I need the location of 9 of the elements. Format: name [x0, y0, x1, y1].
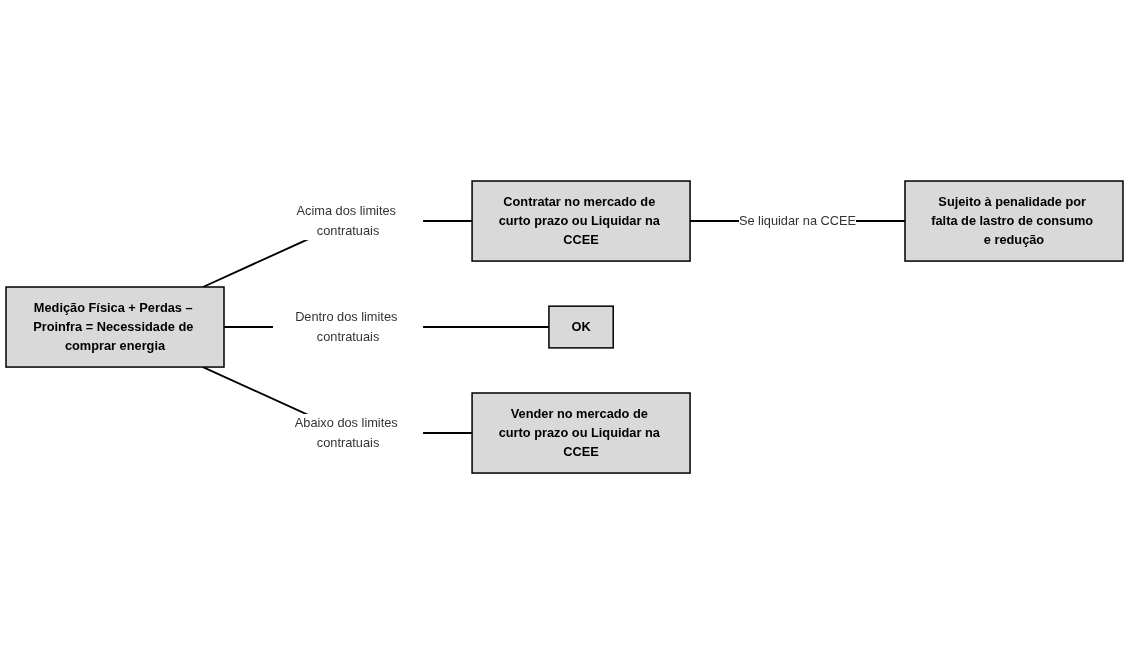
node-box: OK	[548, 305, 614, 350]
node-box: Contratar no mercado de curto prazo ou Liquidar na CCEE	[471, 180, 691, 263]
edge-label: Abaixo dos limites contratuais	[294, 416, 398, 451]
node-box: Vender no mercado de curto prazo ou Liquidar na CCEE	[471, 392, 691, 475]
edge-label: Dentro dos limites contratuais	[295, 310, 398, 345]
node-box: Medição Física + Perdas – Proinfra = Necessidade de comprar energia	[5, 286, 225, 369]
edge-label: Acima dos limites contratuais	[296, 204, 396, 239]
edge-label: Se liquidar na CCEE	[738, 214, 857, 229]
node-box: Sujeito à penalidade por falta de lastro de consumo e redução	[904, 180, 1124, 263]
